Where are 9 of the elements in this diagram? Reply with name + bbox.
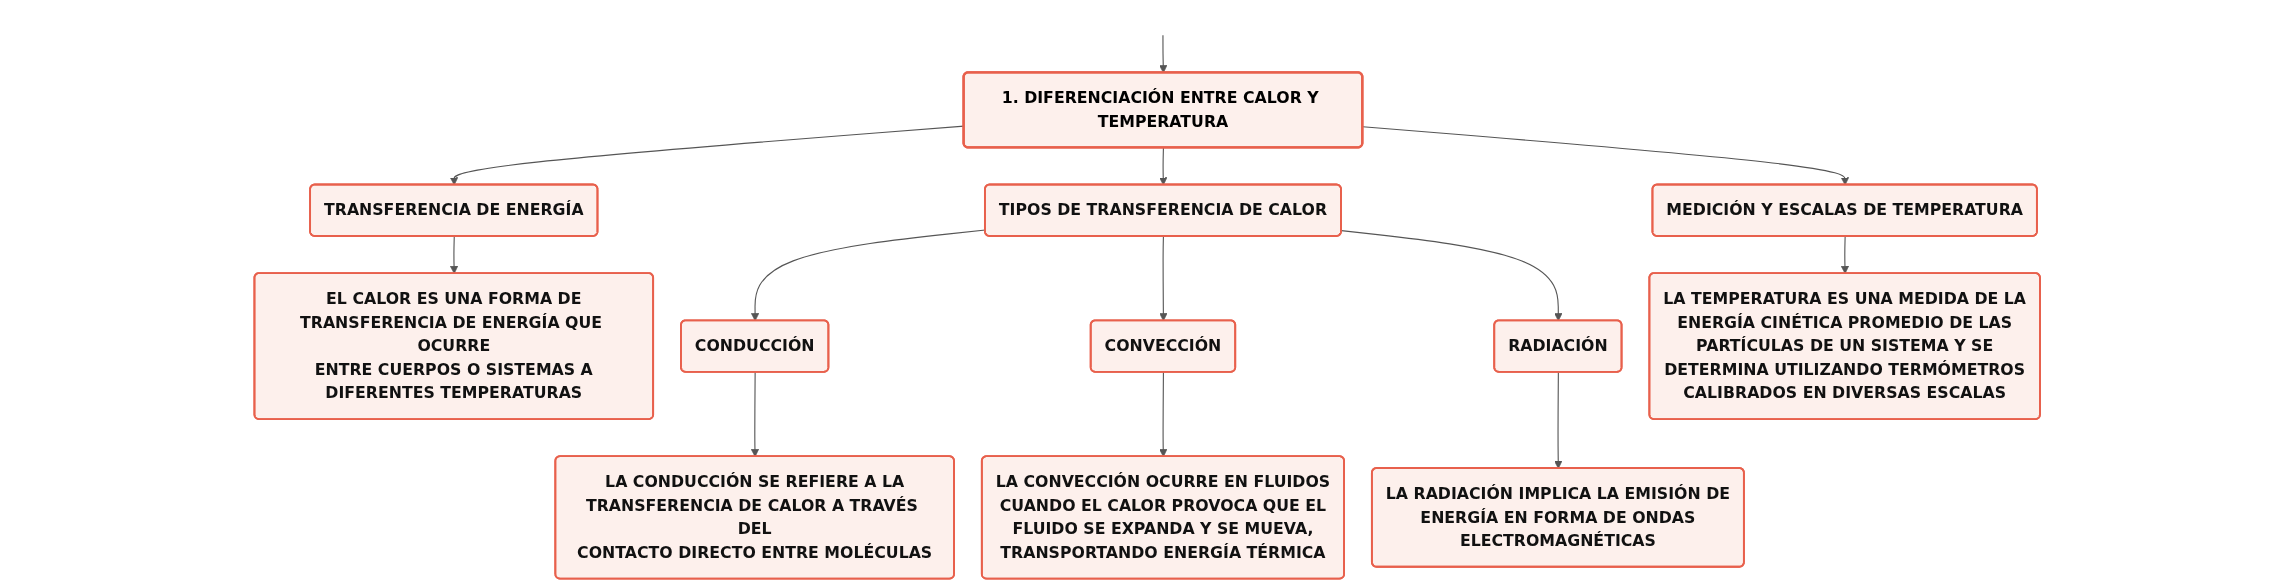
arrow xyxy=(450,235,459,274)
arrow xyxy=(1341,230,1563,322)
arrow xyxy=(1554,371,1563,469)
arrow xyxy=(1159,235,1168,322)
arrow xyxy=(1362,126,1850,186)
arrow xyxy=(751,371,760,457)
arrow xyxy=(1159,371,1168,457)
arrow xyxy=(1841,235,1850,274)
arrow xyxy=(1159,147,1168,186)
